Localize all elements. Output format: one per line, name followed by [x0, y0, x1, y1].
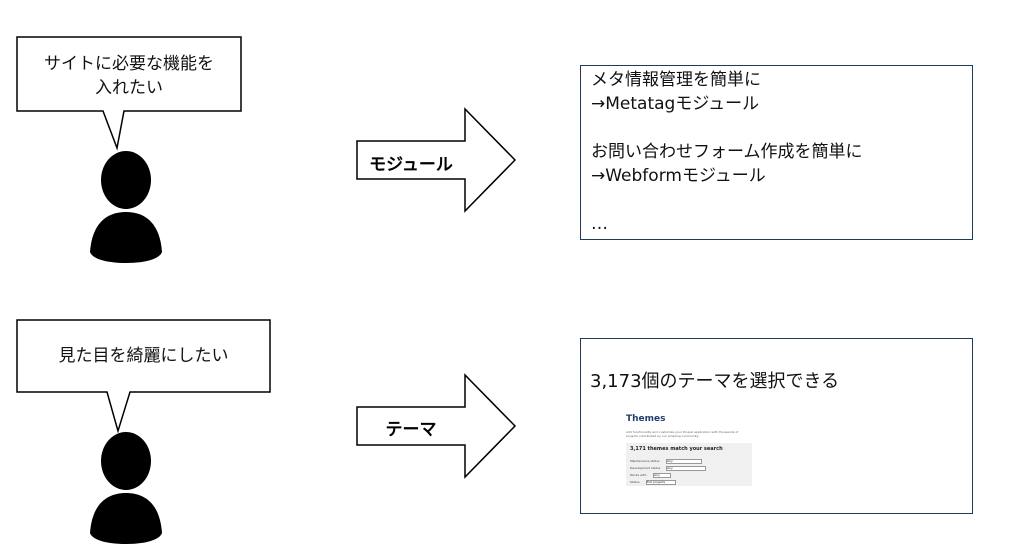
screenshot-filter: Status	[630, 480, 640, 484]
screenshot-select: Full projects	[646, 480, 676, 485]
screenshot-results-count: 3,171 themes match your search	[630, 446, 723, 452]
arrow-label-theme: テーマ	[385, 420, 437, 440]
screenshot-heading: Themes	[626, 414, 666, 424]
speech-bubble-2	[16, 319, 271, 434]
screenshot-search-panel: 3,171 themes match your search Maintenan…	[626, 443, 752, 486]
screenshot-select: Any	[666, 459, 702, 464]
screenshot-select: Any	[653, 473, 671, 478]
result-line: →Metatagモジュール	[591, 94, 760, 114]
screenshot-filter: Maintenance status	[630, 459, 660, 463]
screenshot-select: Any	[666, 466, 706, 471]
result-line: →Webformモジュール	[591, 166, 766, 186]
result-box-modules: メタ情報管理を簡単に →Metatagモジュール お問い合わせフォーム作成を簡単…	[580, 65, 973, 240]
arrow-label-module: モジュール	[369, 155, 453, 175]
person-icon	[90, 432, 162, 544]
themes-page-screenshot: Themes Add functionality and customize y…	[617, 410, 757, 486]
themes-count-title: 3,173個のテーマを選択できる	[590, 371, 840, 392]
right-arrow-1	[356, 107, 517, 213]
result-line: …	[591, 214, 608, 234]
speech-bubble-1	[16, 36, 242, 151]
result-line: お問い合わせフォーム作成を簡単に	[591, 142, 863, 162]
speech-text-2: 見た目を綺麗にしたい	[58, 346, 229, 366]
speech-text-1: サイトに必要な機能を 入れたい	[44, 54, 214, 98]
right-arrow-2	[356, 373, 517, 479]
result-line: メタ情報管理を簡単に	[591, 70, 761, 90]
screenshot-description: Add functionality and customize your Dru…	[626, 430, 739, 438]
person-icon	[90, 151, 162, 263]
screenshot-filter: Development status	[630, 466, 661, 470]
screenshot-filter: Works with	[630, 473, 647, 477]
